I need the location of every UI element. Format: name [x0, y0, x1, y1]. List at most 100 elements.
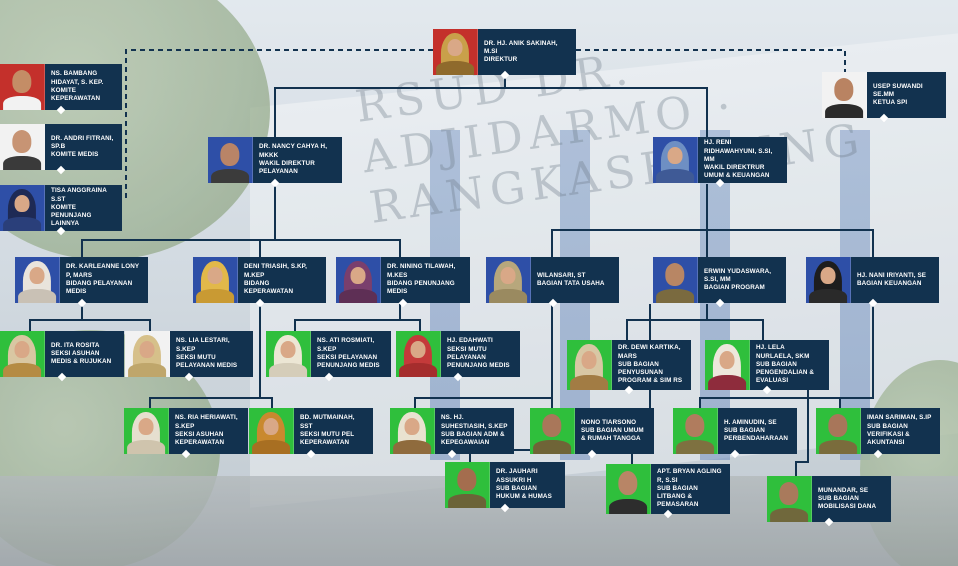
- node-name: Ns. RIA HERIAWATI, S.Kep: [175, 414, 238, 430]
- node-bagian-tata-usaha[interactable]: WILANSARI, ST BAGIAN TATA USAHA: [486, 257, 619, 303]
- node-name: dr. NINING TILAWAH, M.Kes: [387, 263, 456, 279]
- node-role: KOMITE PENUNJANG LAINNYA: [51, 203, 92, 228]
- face-shape: [12, 70, 32, 93]
- node-sub-hukum-humas[interactable]: dr. JAUHARI ASSUKRI H SUB BAGIAN HUKUM &…: [445, 462, 565, 508]
- node-seksi-asuhan-medis[interactable]: dr. ITA ROSITA SEKSI ASUHAN MEDIS & RUJU…: [0, 331, 124, 377]
- node-komite-medis[interactable]: dr. Andri Fitrani, Sp.B KOMITE MEDIS: [0, 124, 122, 170]
- node-seksi-mutu-keperawatan[interactable]: Bd. MUTMAINAH, SST SEKSI MUTU PEL KEPERA…: [249, 408, 373, 454]
- node-seksi-pelayanan-penunjang[interactable]: Ns. ATI ROSMIATI, S.Kep SEKSI PELAYANAN …: [266, 331, 391, 377]
- node-name: ERWIN YUDASWARA, S.Si, MM: [704, 267, 772, 283]
- node-komite-penunjang[interactable]: Tisa Anggraina S.ST KOMITE PENUNJANG LAI…: [0, 185, 122, 231]
- node-role: SUB BAGIAN VERIFIKASI & AKUNTANSI: [867, 422, 910, 447]
- node-role: DIREKTUR: [484, 56, 518, 64]
- node-text: dr. ITA ROSITA SEKSI ASUHAN MEDIS & RUJU…: [45, 342, 124, 367]
- body-shape: [825, 104, 863, 118]
- face-shape: [834, 78, 854, 101]
- face-shape: [350, 267, 366, 284]
- portrait-photo: [653, 137, 698, 183]
- node-bidang-keperawatan[interactable]: DENI TRIASIH, S.Kp, M.Kep BIDANG KEPERAW…: [193, 257, 326, 303]
- node-text: Dr. DEWI KARTIKA, MARS SUB BAGIAN PENYUS…: [612, 344, 691, 385]
- face-shape: [263, 418, 279, 435]
- node-text: NONO TIARSONO SUB BAGIAN UMUM & RUMAH TA…: [575, 419, 654, 444]
- node-name: Tisa Anggraina S.ST: [51, 187, 107, 203]
- node-wadir-umum[interactable]: Hj. RENI RIDHAWAHYUNI, S.Si, MM WAKIL DI…: [653, 137, 787, 183]
- node-text: Ns. Hj. SUHESTIASIH, S.Kep SUB BAGIAN AD…: [435, 414, 514, 447]
- node-role: KOMITE KEPERAWATAN: [51, 87, 101, 103]
- node-bagian-keuangan[interactable]: Hj. NANI IRIYANTI, SE BAGIAN KEUANGAN: [806, 257, 939, 303]
- node-name: WILANSARI, ST: [537, 271, 586, 279]
- face-shape: [138, 418, 154, 435]
- node-name: USEP SUWANDI SE.MM: [873, 82, 923, 98]
- node-text: Apt. BRYAN AGLING R, S.Si SUB BAGIAN LIT…: [651, 468, 730, 509]
- portrait-photo: [15, 257, 60, 303]
- body-shape: [18, 289, 56, 303]
- portrait-photo: [0, 124, 45, 170]
- node-bidang-pelayanan-medis[interactable]: dr. KARLEANNE LONY P, MARS BIDANG PELAYA…: [15, 257, 148, 303]
- face-shape: [665, 263, 685, 286]
- node-bagian-program[interactable]: ERWIN YUDASWARA, S.Si, MM BAGIAN PROGRAM: [653, 257, 786, 303]
- node-role: WAKIL DIREKTUR PELAYANAN: [259, 160, 315, 176]
- portrait-photo: [567, 340, 612, 390]
- node-sub-pengendalian[interactable]: Hj. LELA NURLAELA, SKM SUB BAGIAN PENGEN…: [705, 340, 829, 390]
- node-name: MUNANDAR, SE: [818, 486, 869, 494]
- face-shape: [29, 267, 45, 284]
- node-komite-keperawatan[interactable]: Ns. BAMBANG HIDAYAT, S. Kep. KOMITE KEPE…: [0, 64, 122, 110]
- node-role: SUB BAGIAN ADM & KEPEGAWAIAN: [441, 431, 505, 447]
- portrait-photo: [124, 408, 169, 454]
- body-shape: [128, 363, 166, 377]
- portrait-photo: [249, 408, 294, 454]
- node-text: H. AMINUDIN, SE SUB BAGIAN PERBENDAHARAA…: [718, 419, 797, 444]
- node-sub-umum-rumah-tangga[interactable]: NONO TIARSONO SUB BAGIAN UMUM & RUMAH TA…: [530, 408, 654, 454]
- node-sub-mobilisasi-dana[interactable]: MUNANDAR, SE SUB BAGIAN MOBILISASI DANA: [767, 476, 891, 522]
- node-text: dr. NANCY CAHYA H, MKKK WAKIL DIREKTUR P…: [253, 143, 342, 176]
- node-sub-verifikasi-akuntansi[interactable]: IMAN SARIMAN, S.IP SUB BAGIAN VERIFIKASI…: [816, 408, 940, 454]
- face-shape: [404, 418, 420, 435]
- face-shape: [719, 351, 735, 369]
- node-role: SUB BAGIAN MOBILISASI DANA: [818, 494, 877, 511]
- face-shape: [820, 267, 836, 284]
- node-text: dr. Hj. ANIK SAKINAH, M.Si DIREKTUR: [478, 40, 576, 65]
- node-text: Ns. ATI ROSMIATI, S.Kep SEKSI PELAYANAN …: [311, 337, 391, 370]
- portrait-photo: [486, 257, 531, 303]
- node-ketua-spi[interactable]: USEP SUWANDI SE.MM KETUA SPI: [822, 72, 946, 118]
- face-shape: [220, 143, 240, 166]
- node-sub-adm-kepegawaian[interactable]: Ns. Hj. SUHESTIASIH, S.Kep SUB BAGIAN AD…: [390, 408, 514, 454]
- body-shape: [196, 289, 234, 303]
- node-text: DENI TRIASIH, S.Kp, M.Kep BIDANG KEPERAW…: [238, 263, 326, 296]
- portrait-photo: [816, 408, 861, 454]
- body-shape: [819, 440, 857, 454]
- face-shape: [828, 414, 848, 437]
- node-sub-penyusunan-program[interactable]: Dr. DEWI KARTIKA, MARS SUB BAGIAN PENYUS…: [567, 340, 691, 390]
- portrait-photo: [433, 29, 478, 75]
- body-shape: [656, 169, 694, 183]
- node-role: SEKSI MUTU PEL KEPERAWATAN: [300, 431, 355, 447]
- node-text: Ns. RIA HERIAWATI, S.Kep SEKSI ASUHAN KE…: [169, 414, 248, 447]
- node-name: Bd. MUTMAINAH, SST: [300, 414, 355, 430]
- node-role: WAKIL DIREKTRUR UMUM & KEUANGAN: [704, 164, 770, 180]
- node-seksi-mutu-penunjang[interactable]: Hj. EDAHWATI SEKSI MUTU PELAYANAN PENUNJ…: [396, 331, 520, 377]
- node-role: BIDANG PENUNJANG MEDIS: [387, 280, 455, 296]
- node-bidang-penunjang-medis[interactable]: dr. NINING TILAWAH, M.Kes BIDANG PENUNJA…: [336, 257, 470, 303]
- node-name: dr. Andri Fitrani, Sp.B: [51, 134, 114, 150]
- node-seksi-asuhan-keperawatan[interactable]: Ns. RIA HERIAWATI, S.Kep SEKSI ASUHAN KE…: [124, 408, 248, 454]
- node-text: Hj. RENI RIDHAWAHYUNI, S.Si, MM WAKIL DI…: [698, 139, 787, 180]
- node-direktur[interactable]: dr. Hj. ANIK SAKINAH, M.Si DIREKTUR: [433, 29, 576, 75]
- portrait-photo: [0, 185, 45, 231]
- node-name: DENI TRIASIH, S.Kp, M.Kep: [244, 263, 308, 279]
- body-shape: [393, 440, 431, 454]
- body-shape: [570, 375, 608, 390]
- portrait-photo: [767, 476, 812, 522]
- body-shape: [3, 96, 41, 110]
- node-sub-litbang-pemasaran[interactable]: Apt. BRYAN AGLING R, S.Si SUB BAGIAN LIT…: [606, 464, 730, 514]
- portrait-photo: [822, 72, 867, 118]
- node-name: Apt. BRYAN AGLING R, S.Si: [657, 468, 722, 484]
- face-shape: [779, 482, 799, 505]
- node-text: Hj. LELA NURLAELA, SKM SUB BAGIAN PENGEN…: [750, 344, 829, 385]
- node-role: SEKSI MUTU PELAYANAN PENUNJANG MEDIS: [447, 345, 510, 370]
- node-seksi-mutu-medis[interactable]: Ns. LIA LESTARI, S.Kep SEKSI MUTU PELAYA…: [125, 331, 253, 377]
- node-role: BAGIAN KEUANGAN: [857, 280, 922, 287]
- portrait-photo: [806, 257, 851, 303]
- node-wadir-pelayanan[interactable]: dr. NANCY CAHYA H, MKKK WAKIL DIREKTUR P…: [208, 137, 342, 183]
- node-name: Dr. DEWI KARTIKA, MARS: [618, 344, 681, 360]
- node-sub-perbendaharaan[interactable]: H. AMINUDIN, SE SUB BAGIAN PERBENDAHARAA…: [673, 408, 797, 454]
